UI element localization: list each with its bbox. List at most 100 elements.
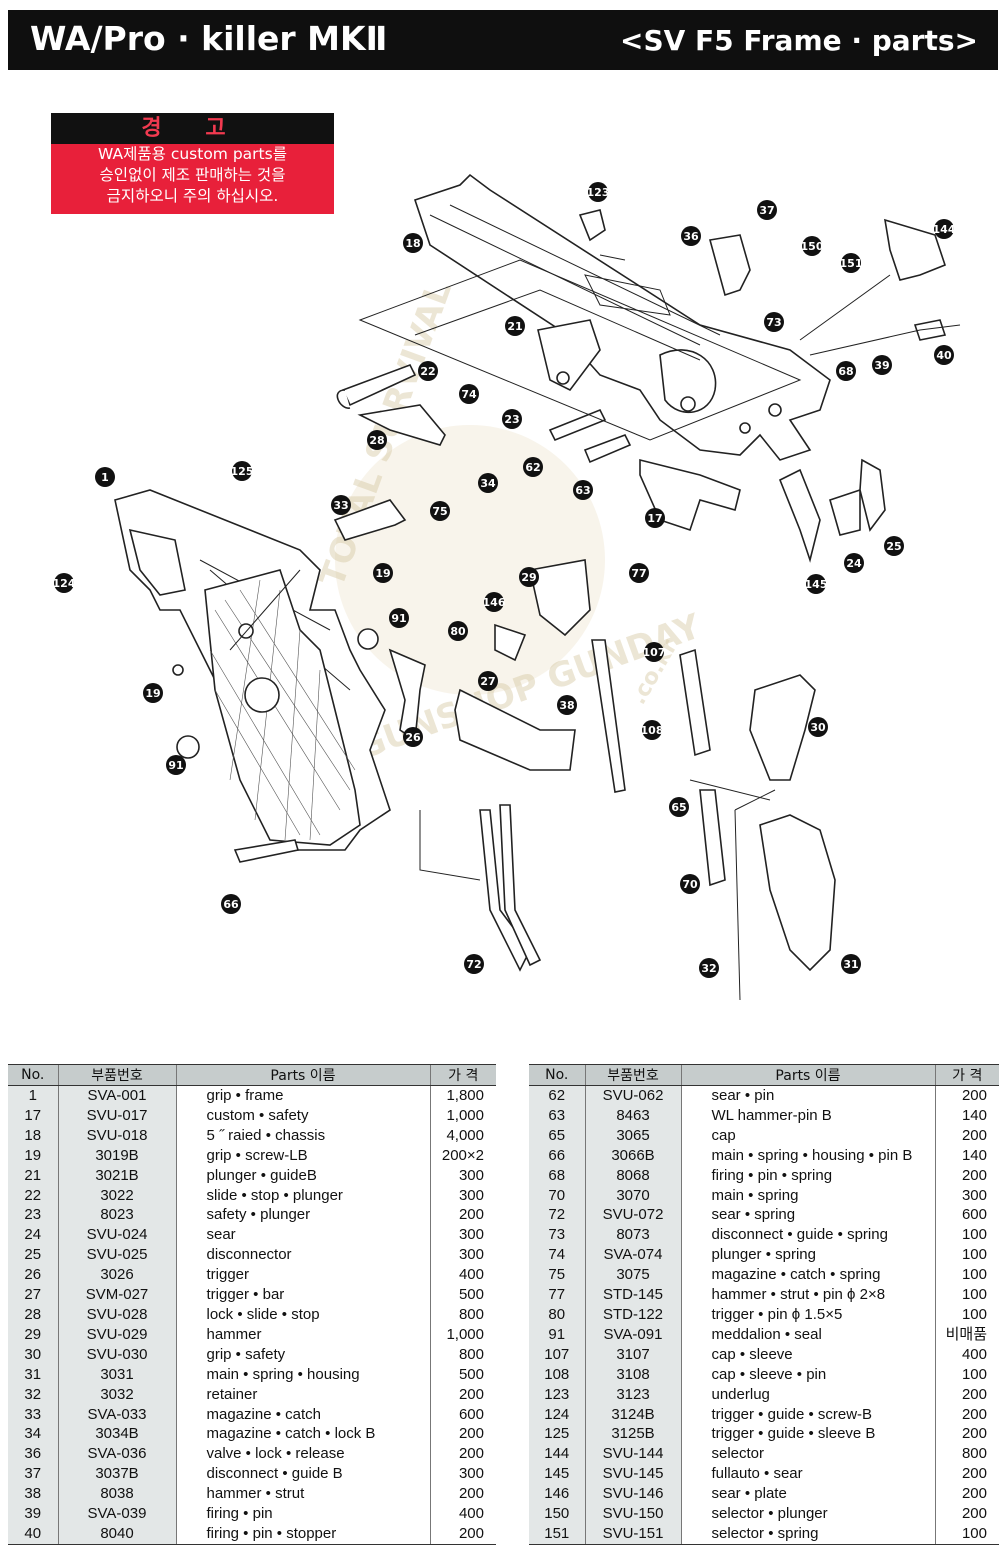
grip-panel-part (204, 569, 361, 846)
cell-name: 5 ˝ raied • chassis (175, 1125, 430, 1146)
cell-no: 18 (8, 1125, 58, 1146)
callout-badge: 80 (448, 621, 468, 641)
cell-code: 3065 (584, 1125, 681, 1146)
cell-no: 28 (8, 1304, 58, 1325)
cell-price: 300 (429, 1464, 496, 1485)
callout-number: 73 (766, 316, 781, 329)
cell-no: 29 (8, 1324, 58, 1345)
callout-badge: 36 (681, 226, 701, 246)
cell-price: 100 (934, 1364, 999, 1385)
callout-badge: 77 (629, 563, 649, 583)
cell-no: 24 (8, 1225, 58, 1246)
cell-name: trigger • pin ϕ 1.5×5 (680, 1304, 935, 1325)
cell-code: 3019B (57, 1145, 176, 1166)
page-subtitle: <SV F5 Frame · parts> (620, 24, 978, 57)
callout-badge: 18 (403, 233, 423, 253)
callout-badge: 75 (430, 501, 450, 521)
callout-number: 28 (369, 434, 384, 447)
cell-name: meddalion • seal (680, 1324, 935, 1345)
cell-name: plunger • guideB (175, 1165, 430, 1186)
callout-number: 39 (874, 359, 889, 372)
cell-price: 200 (934, 1125, 999, 1146)
callout-badge: 145 (805, 574, 827, 594)
cell-code: SVU-150 (584, 1504, 681, 1524)
callout-number: 29 (521, 571, 536, 584)
callout-badge: 123 (587, 182, 609, 202)
cell-code: SVU-025 (57, 1245, 176, 1266)
cell-price: 400 (429, 1265, 496, 1286)
cell-code: 3026 (57, 1265, 176, 1286)
header-code: 부품번호 (57, 1064, 176, 1086)
callout-badge: 146 (483, 592, 506, 612)
cell-no: 72 (529, 1205, 585, 1226)
callout-badge: 108 (641, 720, 663, 740)
callout-badge: 27 (478, 671, 498, 691)
cell-name: magazine • catch • spring (680, 1265, 935, 1286)
cell-name: custom • safety (175, 1105, 430, 1126)
cell-price: 140 (934, 1145, 999, 1166)
callout-badge: 25 (884, 536, 904, 556)
cell-name: trigger • bar (175, 1285, 430, 1305)
cell-price: 100 (934, 1245, 999, 1266)
cell-no: 150 (529, 1504, 585, 1524)
callout-badge: 30 (808, 717, 828, 737)
callout-number: 32 (701, 962, 716, 975)
cell-name: sear (175, 1225, 430, 1246)
callout-badge: 1 (95, 467, 115, 487)
cell-no: 34 (8, 1424, 58, 1445)
callout-badge: 34 (478, 473, 498, 493)
cell-no: 30 (8, 1344, 58, 1365)
cell-price: 100 (934, 1285, 999, 1305)
cell-no: 74 (529, 1245, 585, 1266)
cell-no: 144 (529, 1444, 585, 1465)
cell-no: 73 (529, 1225, 585, 1246)
callout-badge: 33 (331, 495, 351, 515)
cell-code: 3022 (57, 1185, 176, 1206)
cell-name: cap (680, 1125, 935, 1146)
cell-name: firing • pin (175, 1504, 430, 1524)
cell-code: 3107 (584, 1344, 681, 1365)
cell-name: disconnect • guide • spring (680, 1225, 935, 1246)
callout-badge: 62 (523, 457, 543, 477)
warning-box: 경 고 WA제품용 custom parts를 승인없이 제조 판매하는 것을 … (51, 113, 334, 214)
cell-code: SVA-039 (57, 1504, 176, 1524)
cell-no: 23 (8, 1205, 58, 1226)
cell-price: 600 (934, 1205, 999, 1226)
header-name: Parts 이름 (680, 1064, 935, 1086)
callout-number: 38 (559, 699, 574, 712)
warning-line-2: 승인없이 제조 판매하는 것을 (99, 166, 286, 184)
header-price: 가 격 (934, 1064, 999, 1086)
warning-line-1: WA제품용 custom parts를 (98, 145, 287, 163)
cell-name: firing • pin • stopper (175, 1523, 430, 1545)
cell-code: SVU-144 (584, 1444, 681, 1465)
callout-badge: 26 (403, 727, 423, 747)
header-no: No. (8, 1064, 58, 1086)
callout-badge: 28 (367, 430, 387, 450)
cell-code: 8463 (584, 1105, 681, 1126)
callout-number: 27 (480, 675, 495, 688)
callout-badge: 38 (557, 695, 577, 715)
cell-price: 600 (429, 1404, 496, 1425)
cell-no: 19 (8, 1145, 58, 1166)
cell-code: SVA-074 (584, 1245, 681, 1266)
callout-badge: 74 (459, 384, 479, 404)
callout-number: 24 (846, 557, 862, 570)
callout-badge: 91 (389, 608, 409, 628)
callout-number: 21 (507, 320, 522, 333)
